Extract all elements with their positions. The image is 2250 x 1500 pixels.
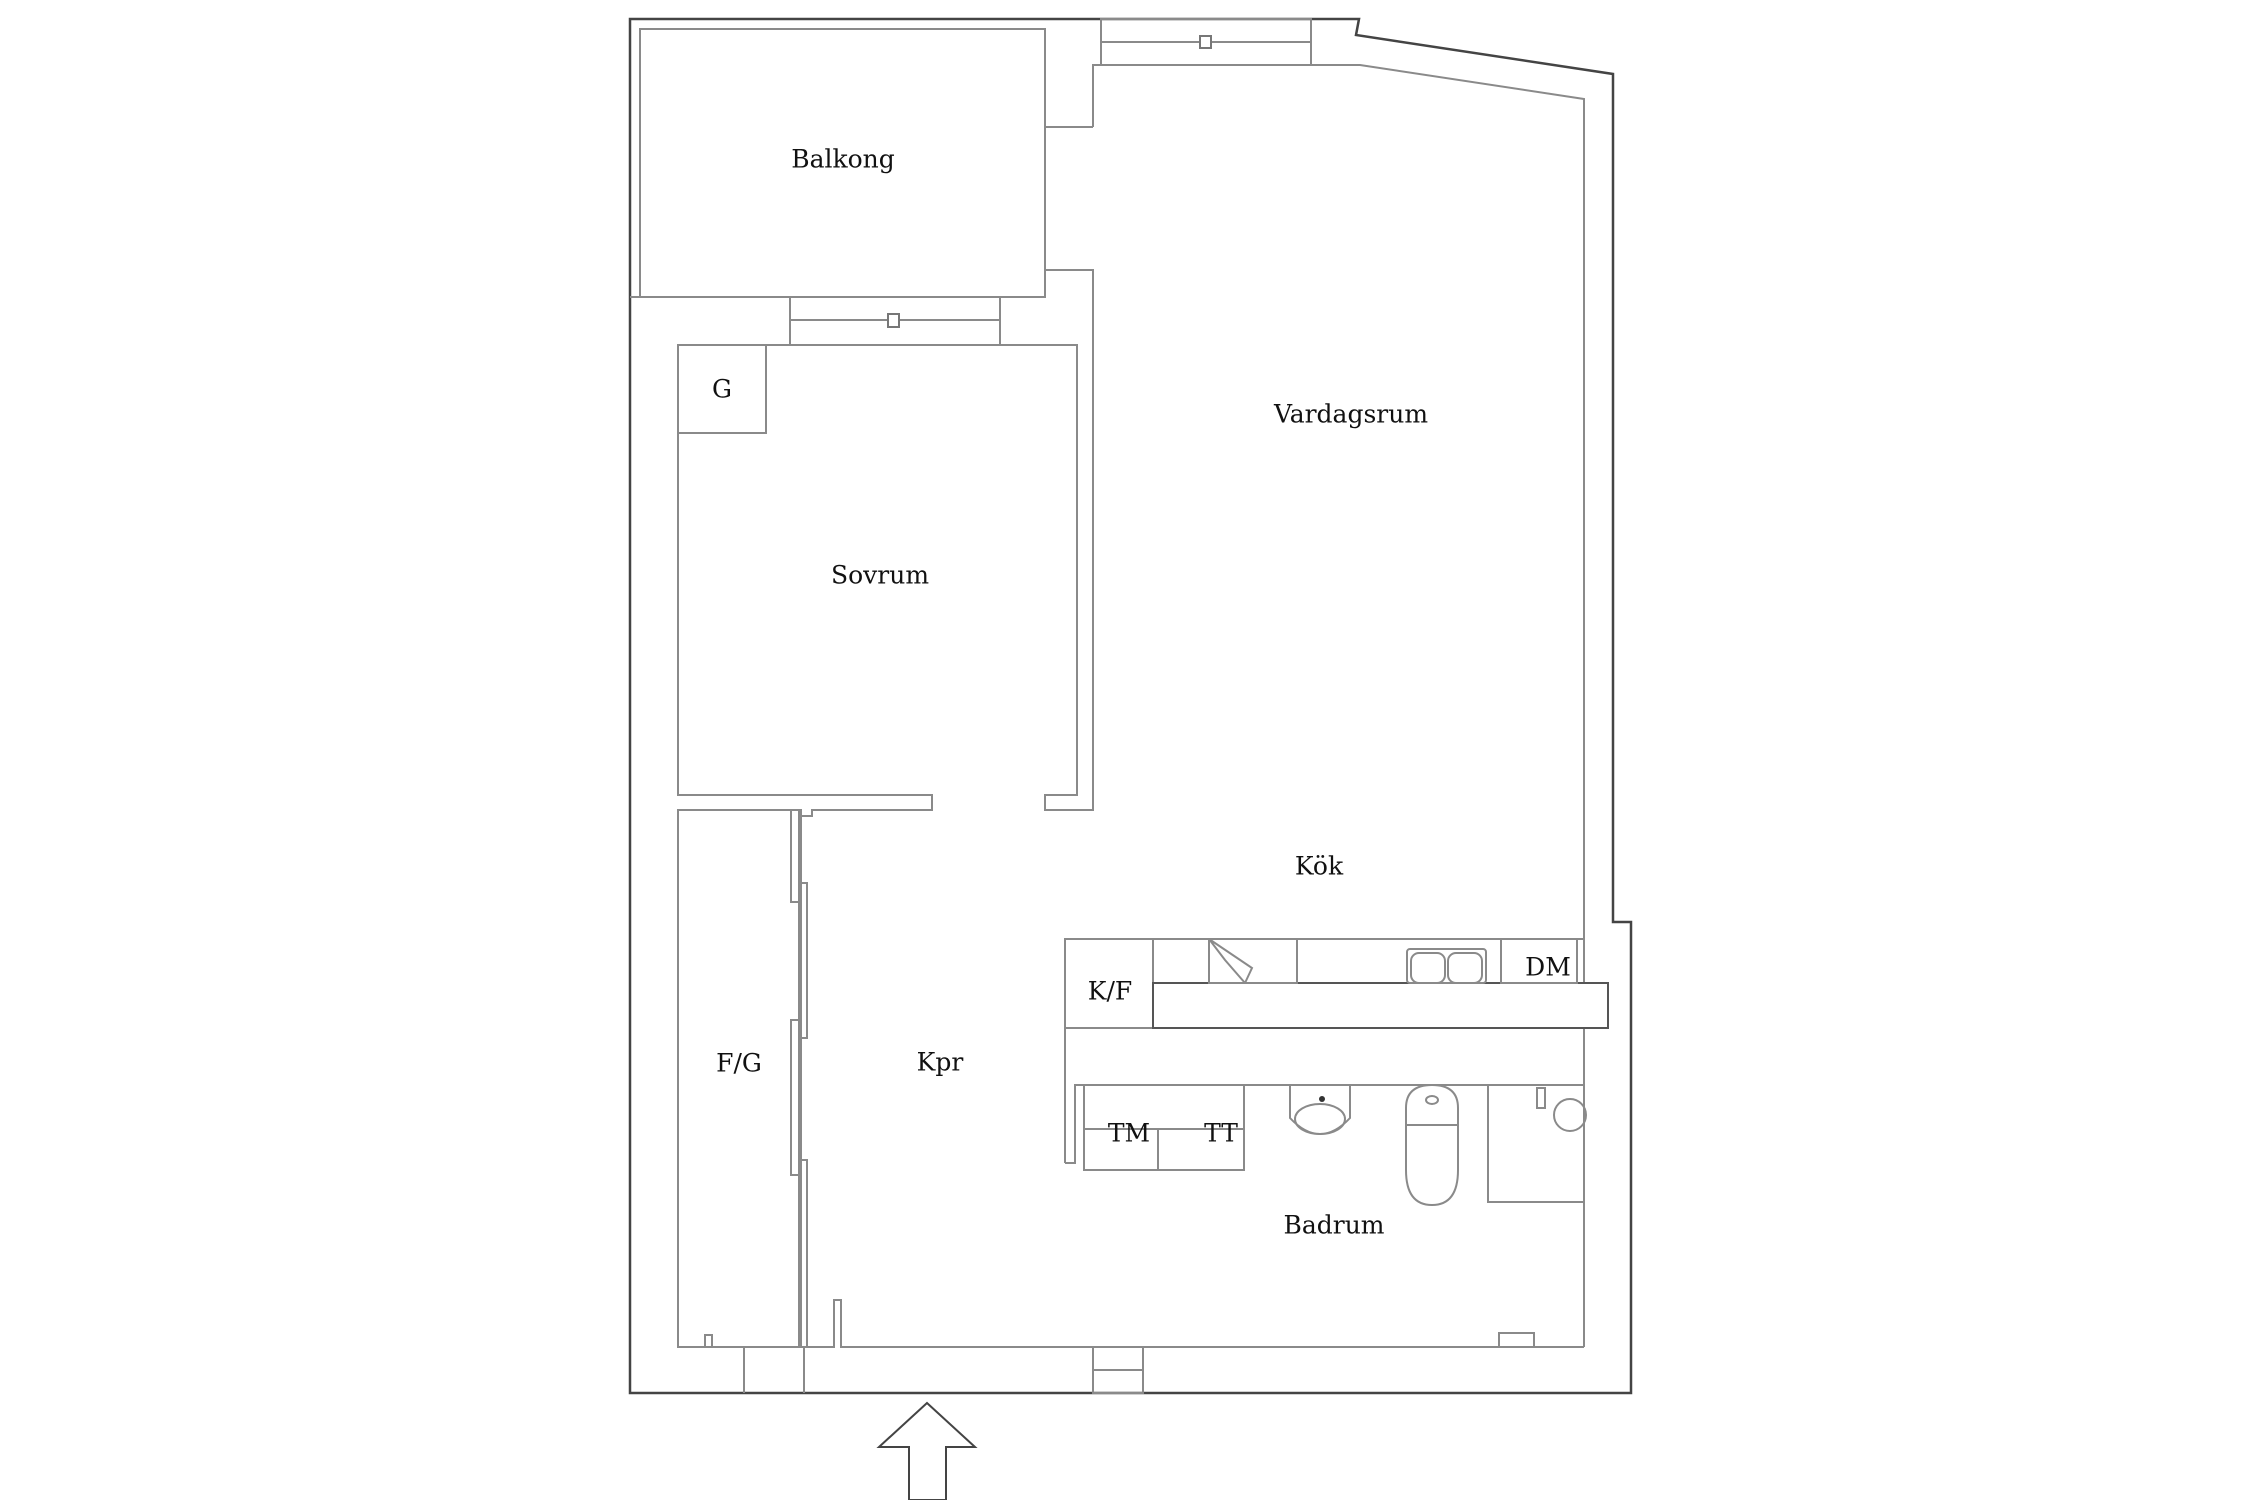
label-tvattmaskin: TM	[1107, 1118, 1151, 1148]
kitchen-counter	[1152, 982, 1609, 1029]
toilet-icon	[1405, 1083, 1459, 1207]
label-kyl-frys: K/F	[1087, 976, 1133, 1006]
label-kapprum: Kpr	[916, 1047, 964, 1077]
shower-icon	[1487, 1084, 1587, 1203]
arrow-up-icon	[876, 1401, 978, 1500]
label-vardagsrum: Vardagsrum	[1273, 399, 1429, 429]
label-sovrum: Sovrum	[830, 560, 930, 590]
dishwasher	[1500, 938, 1578, 984]
label-garderob: G	[712, 374, 732, 404]
label-torktumlare: TT	[1204, 1118, 1238, 1148]
label-balkong: Balkong	[791, 144, 895, 174]
hall-closet	[677, 809, 802, 1348]
label-diskmaskin: DM	[1525, 952, 1571, 982]
sink-icon	[1406, 948, 1487, 984]
outer-wall	[628, 17, 1633, 1395]
living-room-wall	[1092, 64, 1585, 938]
window-bottom	[1092, 1346, 1144, 1394]
wardrobe-g	[677, 344, 767, 434]
washbasin-icon	[1289, 1084, 1351, 1135]
window-top	[1100, 18, 1312, 66]
label-kok: Kök	[1294, 851, 1344, 881]
stove-icon	[1208, 938, 1298, 984]
label-hall-closet: F/G	[716, 1048, 762, 1078]
washer-dryer	[1083, 1084, 1245, 1171]
balcony-door	[789, 296, 1001, 346]
closet-sliding-doors	[790, 809, 808, 1348]
label-badrum: Badrum	[1283, 1210, 1385, 1240]
